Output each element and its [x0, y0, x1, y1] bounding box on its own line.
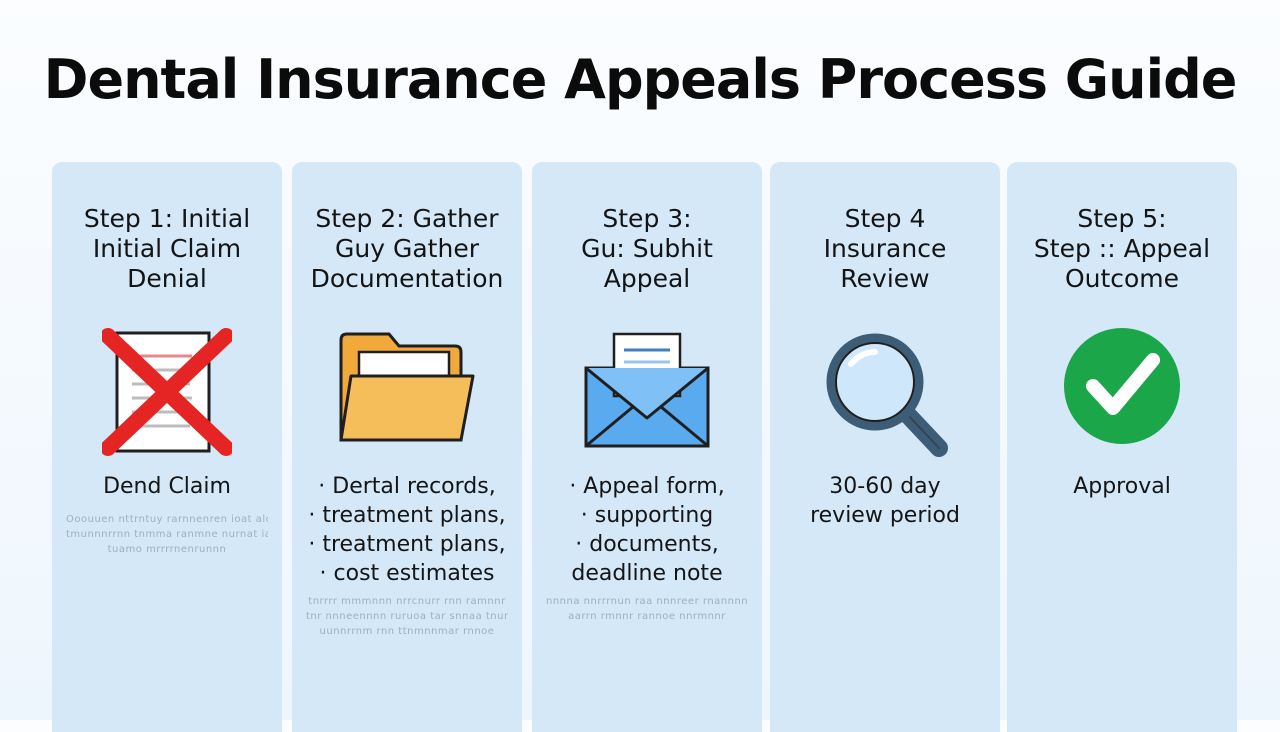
caption-line: 30-60 day	[829, 474, 941, 499]
faint-text: Ooouuen nttrntuy rarnnenren ioat alooe t…	[66, 512, 268, 557]
magnifying-glass-icon	[770, 328, 1000, 458]
caption-line: · Appeal form,	[569, 474, 725, 499]
steps-row: Step 1: Initial Initial Claim Denial Den…	[52, 162, 1237, 732]
caption-line: Approval	[1073, 474, 1171, 499]
step-title-line: Gu: Subhit	[581, 234, 713, 263]
step-title-line: Step 1: Initial	[83, 204, 251, 233]
step-card-3: Step 3: Gu: Subhit Appeal · Appeal form,…	[532, 162, 762, 732]
step-caption: 30-60 day review period	[770, 472, 1000, 530]
faint-line: tnrrrr mmmnnn nrrcnurr rnn ramnnr	[308, 596, 506, 607]
page-title: Dental Insurance Appeals Process Guide	[43, 48, 1238, 111]
faint-line: Ooouuen nttrntuy rarnnenren ioat alooe	[66, 514, 268, 525]
checkmark-icon	[1007, 328, 1237, 458]
faint-text: tnrrrr mmmnnn nrrcnurr rnn ramnnr tnr nn…	[306, 594, 508, 639]
faint-text: nnnna nnrrrnun raa nnnreer rnannnn aarrn…	[546, 594, 748, 624]
step-caption: · Appeal form, · supporting · documents,…	[532, 472, 762, 588]
step-card-1: Step 1: Initial Initial Claim Denial Den…	[52, 162, 282, 732]
step-title-line: Step 2: Gather	[315, 204, 499, 233]
caption-line: · supporting	[580, 503, 714, 528]
step-title-line: Outcome	[1064, 264, 1180, 293]
envelope-icon	[532, 328, 762, 458]
caption-line: · documents,	[575, 532, 719, 557]
faint-line: tmunnnrrnn tnmma ranmne nurnat ia trane	[66, 529, 268, 540]
step-title-line: Step 3:	[602, 204, 692, 233]
step-title: Step 3: Gu: Subhit Appeal	[532, 204, 762, 294]
step-title-line: Review	[840, 264, 930, 293]
step-title-line: Guy Gather	[335, 234, 479, 263]
step-card-2: Step 2: Gather Guy Gather Documentation …	[292, 162, 522, 732]
caption-line: review period	[810, 503, 960, 528]
step-title-line: Step 4	[844, 204, 926, 233]
step-title-line: Step :: Appeal	[1033, 234, 1211, 263]
step-title: Step 2: Gather Guy Gather Documentation	[292, 204, 522, 294]
step-title: Step 4 Insurance Review	[770, 204, 1000, 294]
step-card-5: Step 5: Step :: Appeal Outcome Approval	[1007, 162, 1237, 732]
step-caption: Approval	[1007, 472, 1237, 501]
folder-icon	[292, 328, 522, 458]
caption-line: · treatment plans,	[308, 503, 506, 528]
step-title-line: Step 5:	[1077, 204, 1167, 233]
denied-document-icon	[52, 328, 282, 458]
faint-line: tuamo mrrrrnenrunnn	[107, 544, 227, 555]
caption-line: · treatment plans,	[308, 532, 506, 557]
faint-line: nnnna nnrrrnun raa nnnreer rnannnn	[546, 596, 748, 607]
caption-line: deadline note	[571, 561, 723, 586]
step-title: Step 5: Step :: Appeal Outcome	[1007, 204, 1237, 294]
step-title-line: Appeal	[603, 264, 691, 293]
faint-line: aarrn rmnnr rannoe nnrmnnr	[568, 611, 726, 622]
step-caption: · Dertal records, · treatment plans, · t…	[292, 472, 522, 588]
caption-line: · Dertal records,	[318, 474, 496, 499]
faint-line: uunnrrnm rnn ttnmnnmar rnnoe	[319, 626, 495, 637]
step-title-line: Documentation	[310, 264, 504, 293]
caption-line: Dend Claim	[103, 474, 231, 499]
step-title-line: Insurance	[823, 234, 947, 263]
caption-line: · cost estimates	[319, 561, 495, 586]
step-caption: Dend Claim	[52, 472, 282, 501]
step-card-4: Step 4 Insurance Review 30-60 day review…	[770, 162, 1000, 732]
faint-line: tnr nnneennnn ruruoa tar snnaa tnunr	[306, 611, 508, 622]
step-title-line: Initial Claim	[92, 234, 242, 263]
step-title: Step 1: Initial Initial Claim Denial	[52, 204, 282, 294]
step-title-line: Denial	[127, 264, 207, 293]
